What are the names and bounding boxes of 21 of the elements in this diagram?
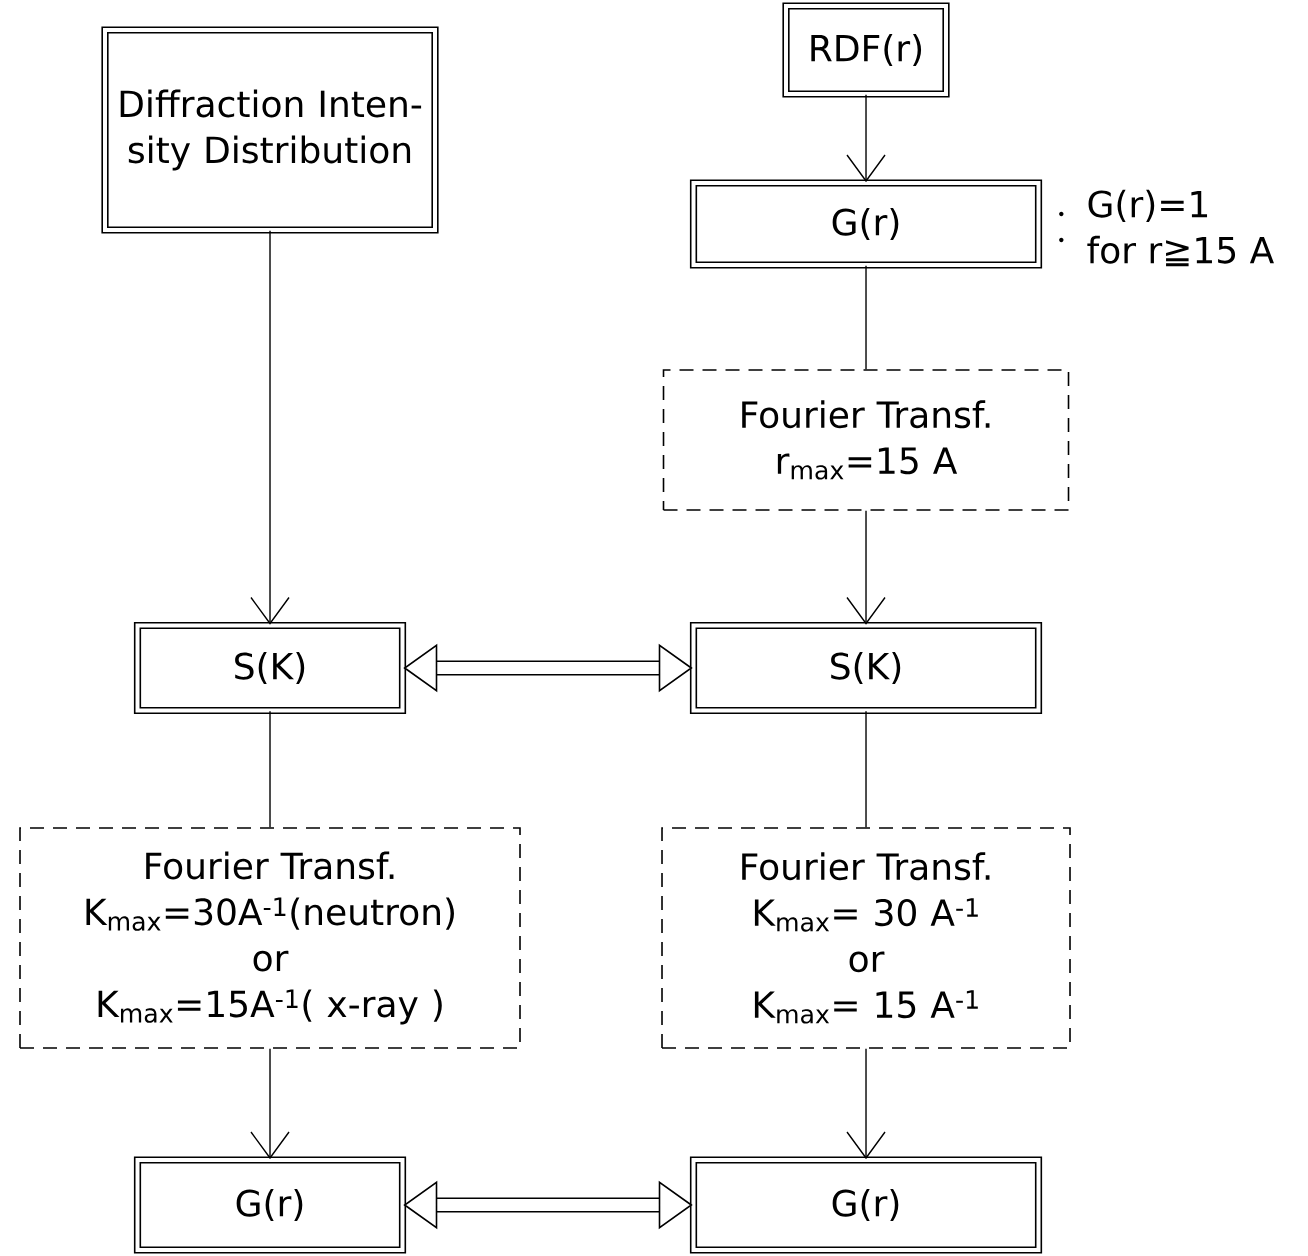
process-box: G(r) [133,1156,407,1254]
process-box: G(r) [689,179,1043,269]
process-box: Diffraction Inten- sity Distribution [101,26,439,234]
process-box: S(K) [133,621,407,715]
operation-box: Fourier Transf. K$_{max}$= 30 A$^{-1}$ or K$_{max}$= 15 A$^{-1}$ [661,827,1071,1049]
connector-line [865,710,867,828]
arrow [250,230,290,625]
process-box: RDF(r) [782,2,950,98]
process-box: S(K) [689,621,1043,715]
arrow [846,94,886,183]
arrow [846,1048,886,1160]
process-box: G(r) [689,1156,1043,1254]
operation-box: Fourier Transf. K$_{max}$=30A$^{-1}$(neutron) or K$_{max}$=15A$^{-1}$( x-ray ) [19,827,521,1049]
double-arrow [403,1180,693,1230]
connector-line [865,265,867,370]
connector-line [269,710,271,828]
annotation-text: G(r)=1 for r≧15 A [1087,189,1274,267]
operation-box: Fourier Transf. r$_{max}$=15 A [662,369,1070,511]
arrow [250,1048,290,1160]
double-arrow [403,643,693,693]
arrow [846,510,886,625]
